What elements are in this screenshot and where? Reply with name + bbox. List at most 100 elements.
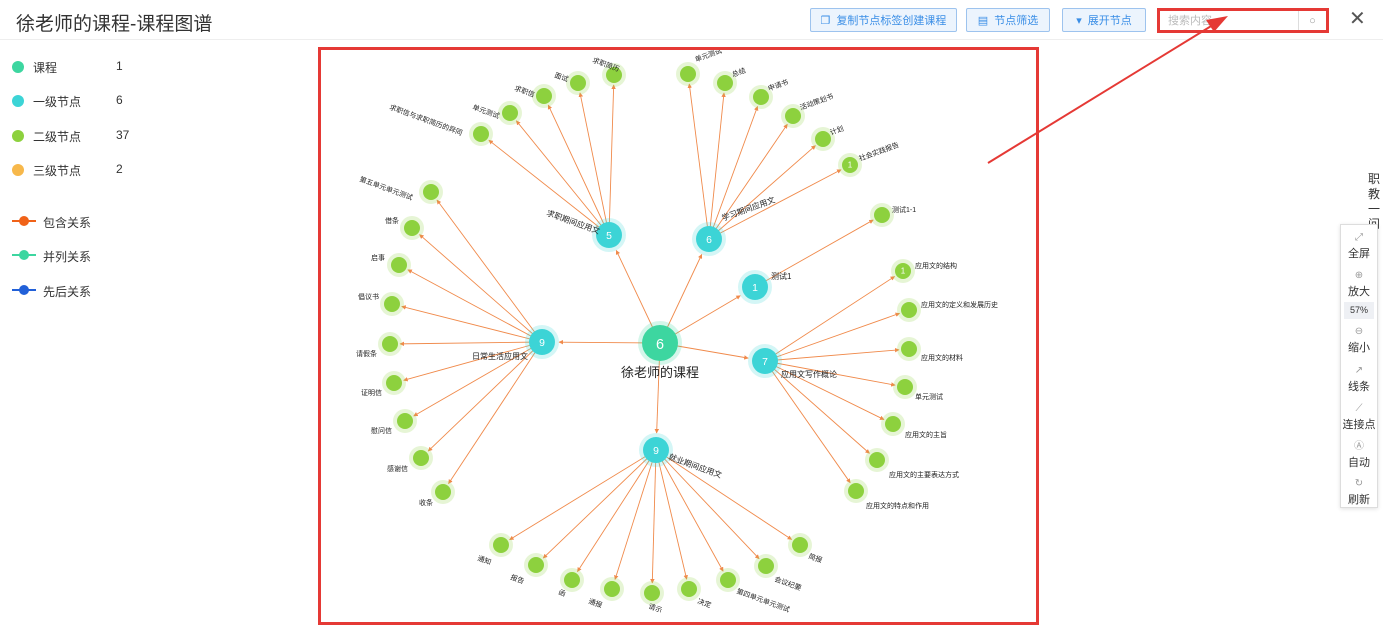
level2-node[interactable]: [387, 253, 411, 277]
graph-edge[interactable]: [764, 360, 851, 484]
level2-node[interactable]: [811, 127, 835, 151]
graph-edge[interactable]: [708, 105, 759, 240]
level2-node[interactable]: [419, 180, 443, 204]
graph-edge[interactable]: [708, 123, 788, 240]
graph-edge[interactable]: [488, 139, 610, 236]
graph-edge[interactable]: [542, 449, 657, 559]
level2-node[interactable]: [754, 554, 778, 578]
level2-node[interactable]: [844, 479, 868, 503]
level2-node[interactable]: [893, 375, 917, 399]
refresh-button[interactable]: ↻ 刷新: [1341, 477, 1377, 507]
graph-edge[interactable]: [399, 341, 543, 347]
level2-node[interactable]: [409, 446, 433, 470]
auto-layout-button[interactable]: Ⓐ 自动: [1341, 440, 1377, 470]
graph-edge[interactable]: [413, 341, 543, 417]
graph-edge[interactable]: [608, 84, 616, 236]
level2-node[interactable]: [781, 104, 805, 128]
level2-node[interactable]: [400, 216, 424, 240]
zoom-in-button[interactable]: ⊕ 放大: [1341, 269, 1377, 299]
graph-edge[interactable]: [764, 360, 870, 454]
graph-edge[interactable]: [547, 104, 610, 236]
graph-edge[interactable]: [614, 449, 657, 580]
copy-node-labels-button[interactable]: ❐ 复制节点标签创建课程: [810, 8, 957, 32]
level2-node[interactable]: [382, 371, 406, 395]
graph-edge[interactable]: [764, 347, 900, 362]
root-course-node[interactable]: 6: [638, 321, 682, 365]
legend-relation-parallel[interactable]: 并列关系: [12, 247, 152, 267]
level2-node[interactable]: [380, 292, 404, 316]
graph-edge[interactable]: [764, 312, 900, 362]
expand-nodes-button[interactable]: ▾ 展开节点: [1062, 8, 1146, 32]
graph-edge[interactable]: [515, 120, 610, 236]
graph-edge[interactable]: [754, 219, 874, 288]
level2-node[interactable]: [865, 448, 889, 472]
graph-edge[interactable]: [509, 449, 657, 541]
legend-item-level2[interactable]: 二级节点 37: [12, 127, 152, 147]
level2-node[interactable]: [881, 412, 905, 436]
level2-node[interactable]: 1: [891, 259, 915, 283]
legend-item-course[interactable]: 课程 1: [12, 58, 152, 78]
level1-node[interactable]: 9: [639, 433, 673, 467]
level2-node[interactable]: [566, 71, 590, 95]
graph-edge[interactable]: [764, 276, 896, 362]
level2-node[interactable]: 1: [838, 153, 862, 177]
level2-node[interactable]: [600, 577, 624, 601]
graph-edge[interactable]: [708, 169, 842, 240]
graph-edge[interactable]: [578, 92, 610, 236]
graph-edge[interactable]: [655, 449, 793, 540]
graph-edge[interactable]: [764, 360, 885, 420]
level1-node[interactable]: 7: [748, 344, 782, 378]
level2-node[interactable]: [532, 84, 556, 108]
graph-edge[interactable]: [655, 449, 760, 560]
graph-edge[interactable]: [650, 449, 657, 584]
graph-edge[interactable]: [708, 92, 726, 240]
level2-node[interactable]: [431, 480, 455, 504]
legend-relation-sequence[interactable]: 先后关系: [12, 282, 152, 302]
level2-node[interactable]: [897, 298, 921, 322]
search-input[interactable]: [1168, 13, 1288, 29]
level1-node[interactable]: 5: [592, 218, 626, 252]
level2-node[interactable]: [749, 85, 773, 109]
graph-edge[interactable]: [448, 341, 543, 485]
graph-edge[interactable]: [407, 269, 543, 343]
level2-node[interactable]: [897, 337, 921, 361]
legend-relation-contains[interactable]: 包含关系: [12, 213, 152, 233]
graph-edge[interactable]: [687, 83, 710, 240]
level2-node[interactable]: [716, 568, 740, 592]
level1-node[interactable]: 9: [525, 325, 559, 359]
level2-node[interactable]: [560, 568, 584, 592]
side-assistant-label[interactable]: 职教一问: [1367, 172, 1380, 231]
level1-node[interactable]: 6: [692, 222, 726, 256]
graph-edge[interactable]: [436, 199, 543, 343]
graph-edge[interactable]: [419, 234, 543, 343]
level1-node[interactable]: 1: [738, 270, 772, 304]
level2-node[interactable]: [498, 101, 522, 125]
graph-edge[interactable]: [577, 449, 657, 572]
level2-node[interactable]: [602, 63, 626, 87]
graph-edge[interactable]: [764, 360, 896, 387]
graph-edge[interactable]: [401, 305, 543, 343]
close-icon[interactable]: ✕: [1349, 8, 1366, 30]
search-icon[interactable]: ○: [1298, 11, 1326, 30]
node-filter-button[interactable]: ▤ 节点筛选: [966, 8, 1050, 32]
legend-item-level3[interactable]: 三级节点 2: [12, 161, 152, 181]
level2-node[interactable]: [640, 581, 664, 605]
graph-edge[interactable]: [427, 341, 543, 452]
level2-node[interactable]: [676, 62, 700, 86]
fullscreen-button[interactable]: ⤢ 全屏: [1341, 231, 1377, 261]
level2-node[interactable]: [870, 203, 894, 227]
level2-node[interactable]: [788, 533, 812, 557]
graph-edge[interactable]: [655, 449, 688, 580]
level2-node[interactable]: [378, 332, 402, 356]
level2-node[interactable]: [393, 409, 417, 433]
graph-edge[interactable]: [708, 145, 816, 240]
level2-node[interactable]: [677, 577, 701, 601]
lines-button[interactable]: ↗ 线条: [1341, 364, 1377, 394]
level2-node[interactable]: [713, 71, 737, 95]
level2-node[interactable]: [489, 533, 513, 557]
zoom-out-button[interactable]: ⊖ 缩小: [1341, 325, 1377, 355]
level2-node[interactable]: [469, 122, 493, 146]
graph-edge[interactable]: [403, 341, 543, 382]
connect-points-button[interactable]: ⟋ 连接点: [1341, 402, 1377, 432]
